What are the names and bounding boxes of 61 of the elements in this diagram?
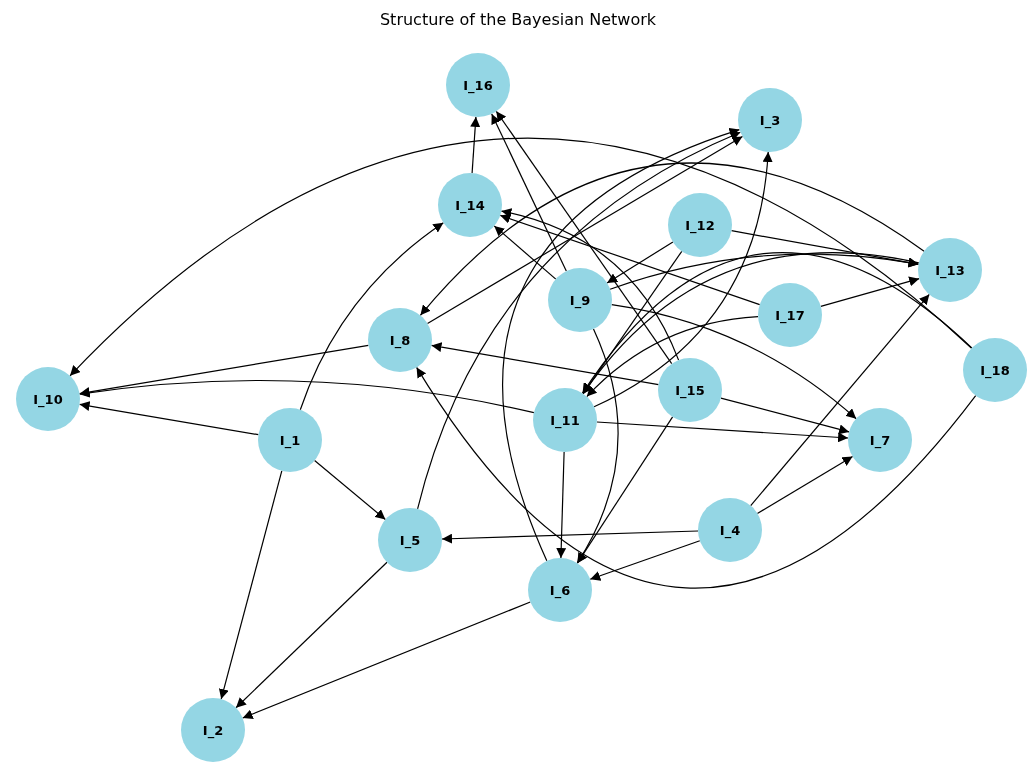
arrow [417, 131, 741, 510]
node-circle [963, 338, 1027, 402]
arrow [576, 328, 619, 564]
node-label: I_2 [202, 722, 224, 738]
arrow [419, 162, 925, 316]
arrow [314, 459, 386, 521]
arrow [495, 110, 673, 365]
arrow [299, 222, 444, 411]
node-label: I_13 [935, 262, 965, 278]
node-label: I_5 [399, 532, 421, 548]
arrow [609, 253, 920, 290]
node-label: I_18 [980, 362, 1010, 378]
arrow [416, 366, 977, 589]
arrow [820, 276, 920, 307]
arrow [582, 250, 683, 395]
arrow [586, 316, 759, 398]
arrow [441, 530, 699, 544]
node-circle [438, 173, 502, 237]
node-label: I_16 [463, 77, 493, 93]
node-circle [848, 408, 912, 472]
arrow [589, 540, 701, 581]
arrow [499, 213, 761, 306]
arrow [491, 113, 567, 272]
chart-title: Structure of the Bayesian Network [379, 10, 657, 29]
arrow [430, 342, 660, 386]
node-circle [548, 268, 612, 332]
node-label: I_4 [719, 522, 741, 538]
arrow [750, 293, 930, 507]
node-label: I_7 [869, 432, 891, 448]
node-label: I_6 [549, 582, 571, 598]
arrow [493, 225, 557, 280]
arrow [235, 561, 388, 709]
node-circle [378, 508, 442, 572]
node-label: I_17 [775, 307, 805, 323]
arrow [79, 379, 535, 414]
arrow [756, 455, 854, 515]
arrow [606, 241, 674, 284]
arrow [576, 416, 674, 564]
node-label: I_8 [389, 332, 411, 348]
arrow [426, 135, 744, 325]
node-label: I_1 [279, 432, 301, 448]
node-label: I_15 [675, 382, 705, 398]
arrow [500, 208, 680, 361]
node-label: I_10 [33, 391, 63, 407]
arrow [79, 401, 259, 436]
arrow [470, 116, 481, 174]
arrow [593, 151, 773, 408]
arrow [218, 470, 283, 700]
node-label: I_11 [550, 412, 580, 428]
node-label: I_12 [685, 217, 715, 233]
node-label: I_3 [759, 112, 781, 128]
node-label: I_9 [569, 292, 591, 308]
arrow [720, 397, 850, 435]
node-circle [658, 358, 722, 422]
arrow [242, 601, 531, 719]
arrow [611, 304, 857, 420]
arrow [502, 128, 741, 562]
arrow [556, 451, 567, 559]
arrow [596, 421, 849, 443]
node-label: I_14 [455, 197, 485, 213]
node-circle [368, 308, 432, 372]
